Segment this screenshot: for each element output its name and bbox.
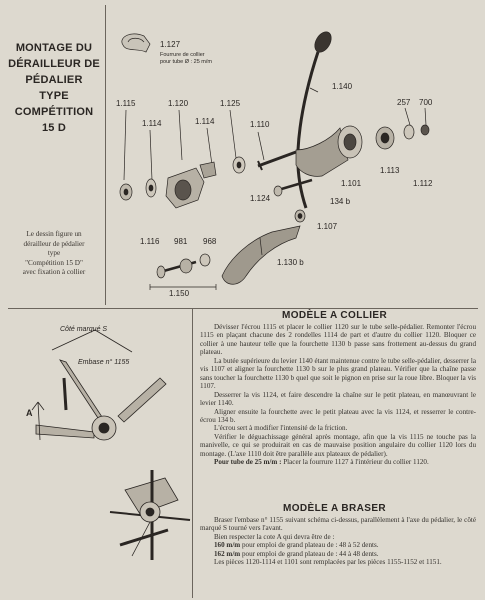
part-label-1110: 1.110 bbox=[250, 120, 270, 129]
part-label-1125: 1.125 bbox=[220, 99, 241, 108]
figure-caption: Le dessin figure un dérailleur de pédali… bbox=[22, 230, 86, 277]
heading-modele-collier: MODÈLE A COLLIER bbox=[282, 310, 388, 321]
part-label-257: 257 bbox=[397, 98, 411, 107]
label-embase: Embase n° 1155 bbox=[78, 359, 130, 366]
part-label-1140: 1.140 bbox=[332, 82, 353, 91]
part-label-1150: 1.150 bbox=[169, 289, 190, 298]
label-dimension-a: A bbox=[26, 408, 33, 418]
collier-text: Dévisser l'écrou 1115 et placer le colli… bbox=[200, 323, 476, 467]
part-label-1115: 1.115 bbox=[116, 99, 136, 108]
part-label-1124: 1.124 bbox=[250, 194, 271, 203]
document-title: MONTAGE DU DÉRAILLEUR DE PÉDALIER TYPE C… bbox=[8, 42, 100, 134]
part-label-1114-b: 1.114 bbox=[195, 117, 215, 126]
part-label-1130b: 1.130 b bbox=[277, 258, 304, 267]
braser-text: Braser l'embase n° 1155 suivant schéma c… bbox=[200, 516, 476, 567]
part-label-700: 700 bbox=[419, 98, 433, 107]
part-label-1127: 1.127 bbox=[160, 40, 181, 49]
divider-vertical-top bbox=[105, 5, 106, 305]
part-label-1120: 1.120 bbox=[168, 99, 189, 108]
part-label-134b: 134 b bbox=[330, 197, 351, 206]
inset-note: Fourrure de collier pour tube Ø : 25 m/m bbox=[160, 52, 212, 65]
part-label-1113: 1.113 bbox=[380, 166, 400, 175]
part-label-1112: 1.112 bbox=[413, 179, 433, 188]
divider-horizontal bbox=[8, 308, 478, 309]
part-label-968: 968 bbox=[203, 237, 217, 246]
heading-modele-braser: MODÈLE A BRASER bbox=[283, 503, 387, 514]
part-label-1107: 1.107 bbox=[317, 222, 338, 231]
part-label-1101: 1.101 bbox=[341, 179, 362, 188]
part-label-1116: 1.116 bbox=[140, 237, 160, 246]
part-label-981: 981 bbox=[174, 237, 188, 246]
part-label-1114-a: 1.114 bbox=[142, 119, 162, 128]
divider-vertical-bottom bbox=[192, 308, 193, 598]
label-cote-marque: Côté marqué S bbox=[60, 326, 108, 333]
